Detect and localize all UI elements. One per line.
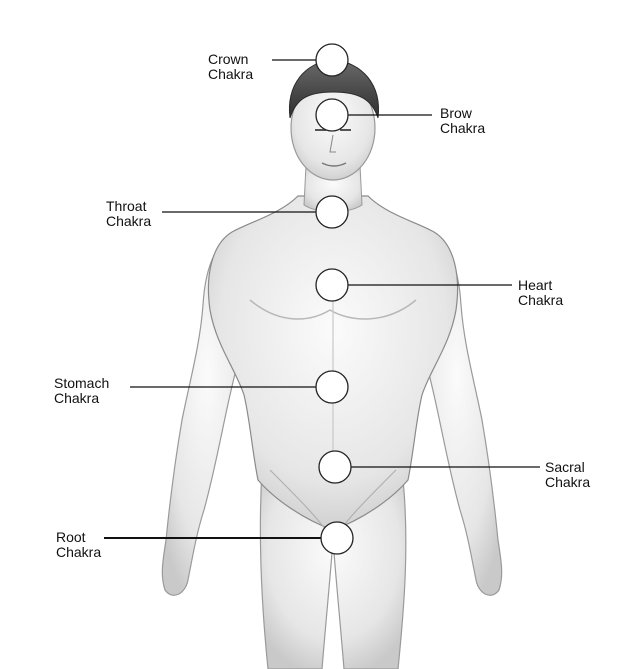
stomach-chakra-circle (316, 371, 348, 403)
brow-chakra-word: Chakra (440, 121, 485, 136)
crown-chakra-name: Crown (208, 52, 253, 67)
throat-chakra-circle (316, 196, 348, 228)
heart-chakra-word: Chakra (518, 293, 563, 308)
root-chakra-word: Chakra (56, 545, 101, 560)
stomach-chakra-word: Chakra (54, 391, 109, 406)
sacral-chakra-word: Chakra (545, 475, 590, 490)
sacral-chakra-circle (319, 451, 351, 483)
heart-chakra-circle (316, 269, 348, 301)
stomach-chakra-name: Stomach (54, 376, 109, 391)
throat-chakra-name: Throat (106, 199, 151, 214)
brow-chakra-name: Brow (440, 106, 485, 121)
heart-chakra-name: Heart (518, 278, 563, 293)
root-chakra-name: Root (56, 530, 101, 545)
brow-chakra-circle (316, 99, 348, 131)
sacral-chakra-name: Sacral (545, 460, 590, 475)
crown-chakra-circle (316, 44, 348, 76)
throat-chakra-word: Chakra (106, 214, 151, 229)
crown-chakra-word: Chakra (208, 67, 253, 82)
root-chakra-circle (321, 522, 353, 554)
